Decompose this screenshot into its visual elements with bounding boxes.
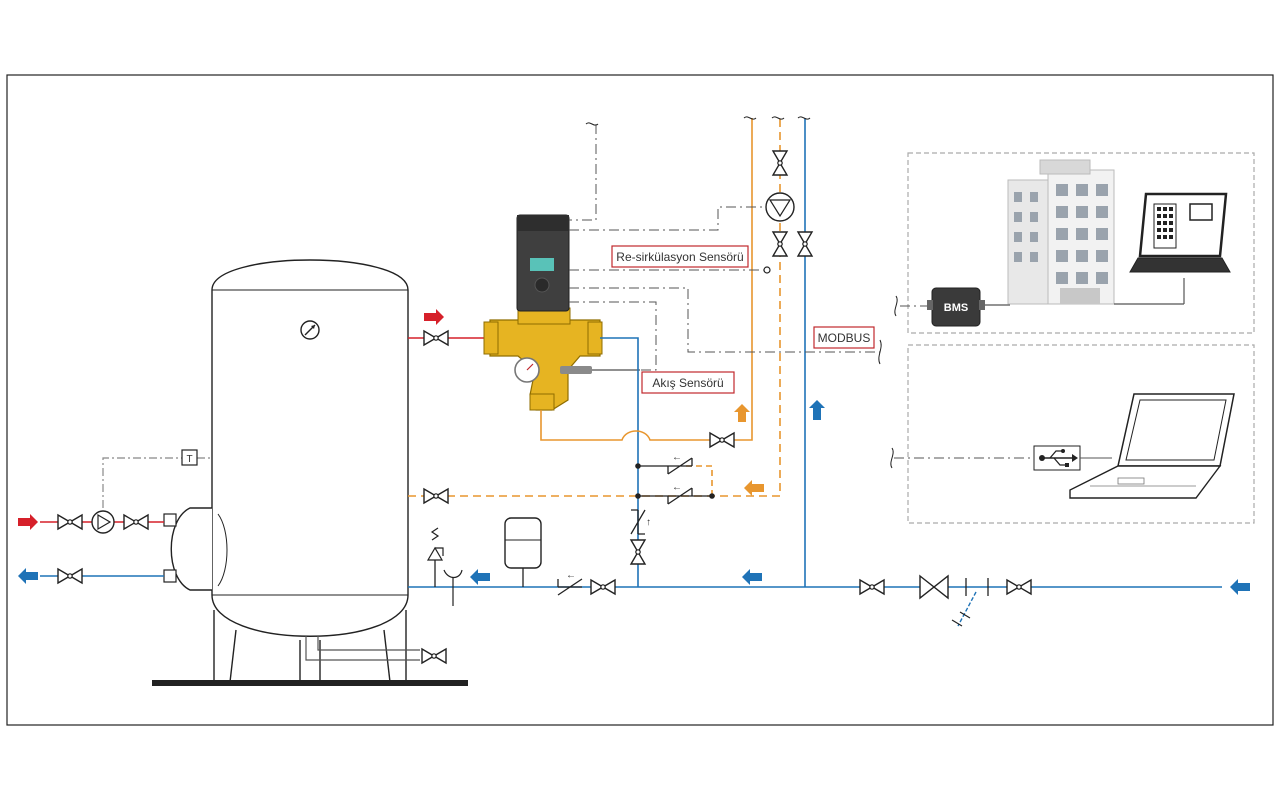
tank-feed-arrow-icon (470, 569, 490, 585)
main-valve-2 (1006, 579, 1032, 595)
cold-return-arrow-icon (18, 568, 38, 584)
hot-outlet-arrow-icon (424, 309, 444, 325)
mixed-water-supply (540, 118, 753, 441)
boiler-circuit (18, 510, 164, 584)
svg-text:←: ← (672, 452, 682, 463)
bms-unit: BMS (927, 287, 985, 327)
recirculation-inlet-valve (423, 488, 449, 504)
boiler-pump-valve (123, 514, 149, 530)
svg-text:Re-sirkülasyon Sensörü: Re-sirkülasyon Sensörü (616, 250, 743, 264)
diagram-frame (6, 74, 1274, 726)
hot-outlet-valve (423, 330, 449, 346)
mixed-supply-arrow-icon (734, 404, 750, 422)
building-icon (1007, 159, 1115, 305)
cold-riser-arrow-icon (809, 400, 825, 420)
recirculation-arrow-icon (744, 480, 764, 496)
hot-inlet-arrow-icon (18, 514, 38, 530)
recirculation-pump-icon (765, 192, 795, 222)
temperature-sensor: T (102, 449, 212, 508)
main-valve-1 (859, 579, 885, 595)
tank-feed-check-valve (557, 578, 583, 596)
tank-feed-check-arrow: ← (566, 570, 576, 581)
boiler-inlet-valve (57, 514, 83, 530)
recirculation-sensor-label: Re-sirkülasyon Sensörü (611, 245, 749, 268)
cold-feed-to-mixer (600, 337, 639, 587)
signal-wires (569, 124, 880, 371)
usb-icon (1033, 445, 1081, 471)
cold-inlet-arrow-icon (1230, 579, 1250, 595)
thermostatic-mixing-valve (483, 307, 640, 411)
bypass-check-valve-1 (667, 457, 693, 475)
controller-knob[interactable] (534, 277, 550, 293)
pipe-break-marks (585, 116, 811, 126)
cold-riser-valve (797, 231, 813, 257)
main-gate-valve (919, 574, 949, 600)
circulation-pump-icon (91, 510, 115, 534)
recirc-sensor-point (763, 266, 771, 274)
controller-unit (516, 214, 570, 312)
strainer (951, 578, 989, 627)
cold-flow-arrow-icon (742, 569, 762, 585)
bypass-check-valve-2 (667, 487, 693, 505)
pc-panel (907, 344, 1255, 524)
drain-valve (421, 648, 447, 664)
svg-text:BMS: BMS (944, 302, 968, 314)
cold-feed-valve (630, 539, 646, 565)
mixed-supply-valve (709, 432, 735, 448)
recirc-upper-valve (772, 150, 788, 176)
pressure-gauge-icon (300, 320, 320, 340)
laptop-icon (1069, 393, 1235, 499)
svg-text:MODBUS: MODBUS (818, 331, 871, 345)
safety-valve-icon (426, 527, 463, 606)
boiler-return-valve (57, 568, 83, 584)
cold-feed-check-valve (630, 509, 646, 535)
flow-sensor-label: Akış Sensörü (641, 371, 735, 394)
svg-text:↑: ↑ (646, 517, 651, 528)
expansion-tank-icon (504, 517, 542, 587)
tank-base (152, 680, 468, 686)
bms-panel (907, 152, 1255, 334)
svg-text:Akış Sensörü: Akış Sensörü (652, 376, 723, 390)
modbus-label: MODBUS (813, 326, 875, 349)
monitor-icon (1129, 192, 1231, 273)
temperature-sensor-label: T (186, 454, 192, 465)
recirc-lower-valve (772, 231, 788, 257)
svg-text:←: ← (672, 482, 682, 493)
controller-display (530, 258, 554, 271)
tank-feed-valve (590, 579, 616, 595)
flow-sensor-probe (560, 366, 592, 374)
